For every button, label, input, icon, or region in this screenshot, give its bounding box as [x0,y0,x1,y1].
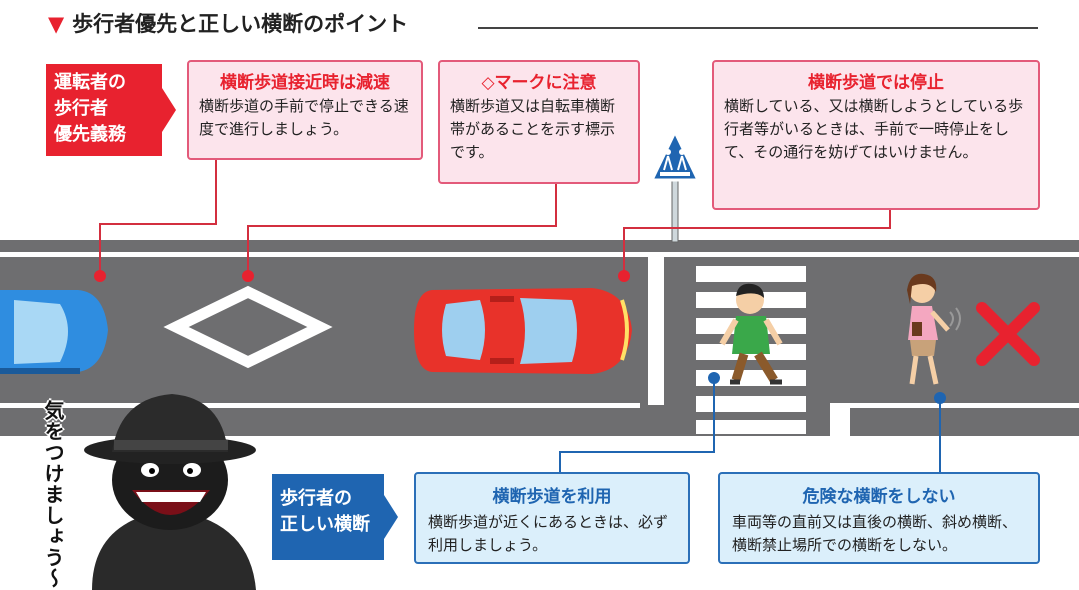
driver-point-3-title: 横断歩道では停止 [808,73,944,93]
blue-callout-lines [559,378,941,472]
cross-mark-icon [976,302,1040,366]
woman-figure [907,273,961,385]
pedestrian-point-1-body: 横断歩道が近くにあるときは、必ず利用しましょう。 [428,513,669,554]
callout-dot-4 [708,372,720,384]
driver-point-slow-down: 横断歩道接近時は減速 横断歩道の手前で停止できる速度で進行しましょう。 [187,60,423,160]
driver-point-1-title: 横断歩道接近時は減速 [220,73,390,93]
pedestrian-crossing-badge: 歩行者の 正しい横断 [272,474,384,560]
road-center-line [0,403,640,408]
road-center-line-right [830,403,1079,408]
pedestrian-badge-line-2: 正しい横断 [280,514,370,535]
header-rule [478,27,1038,29]
driver-duty-badge: 運転者の 歩行者 優先義務 [46,64,162,156]
driver-point-stop: 横断歩道では停止 横断している、又は横断しようとしている歩行者等がいるときは、手… [712,60,1040,210]
driver-point-2-body: 横断歩道又は自転車横断帯があることを示す標示です。 [450,97,616,161]
road-right-notch [830,408,850,436]
pedestrian-point-2-body: 車両等の直前又は直後の横断、斜め横断、横断禁止場所での横断をしない。 [732,513,1018,554]
pedestrian-point-2-title: 危険な横断をしない [802,487,956,507]
pedestrian-badge-line-1: 歩行者の [280,488,352,509]
driver-badge-line-1: 運転者の [54,72,126,93]
detective-character [84,394,256,590]
road-top-edge [0,252,1079,257]
diamond-marking [163,285,333,369]
callout-dot-2 [242,270,254,282]
driver-point-2-title: ◇マークに注意 [481,73,597,93]
callout-dot-3 [618,270,630,282]
page-title: ▼ 歩行者優先と正しい横断のポイント [48,8,408,38]
red-callout-lines [99,158,891,276]
driver-badge-line-3: 優先義務 [54,124,126,145]
driver-point-3-body: 横断している、又は横断しようとしている歩行者等がいるときは、手前で一時停止をして… [724,97,1024,161]
callout-dot-1 [94,270,106,282]
pedestrian-badge-arrow [384,495,398,539]
boy-figure [719,283,783,385]
driver-point-diamond-mark: ◇マークに注意 横断歩道又は自転車横断帯があることを示す標示です。 [438,60,640,184]
page-title-text: 歩行者優先と正しい横断のポイント [72,12,409,36]
pedestrian-point-no-danger: 危険な横断をしない 車両等の直前又は直後の横断、斜め横断、横断禁止場所での横断を… [718,472,1040,564]
driver-badge-arrow [162,88,176,132]
crosswalk-sign [649,128,701,243]
stop-line [648,255,664,405]
pedestrian-point-1-title: 横断歩道を利用 [492,487,612,507]
driver-point-1-body: 横断歩道の手前で停止できる速度で進行しましょう。 [199,97,409,138]
driver-badge-line-2: 歩行者 [54,98,108,119]
character-caption: 気をつけましょう〜 [41,400,65,589]
triangle-marker-icon: ▼ [48,12,65,36]
callout-dot-5 [934,392,946,404]
pedestrian-point-use-crosswalk: 横断歩道を利用 横断歩道が近くにあるときは、必ず利用しましょう。 [414,472,690,564]
blue-car [0,290,108,374]
red-car [414,288,632,374]
